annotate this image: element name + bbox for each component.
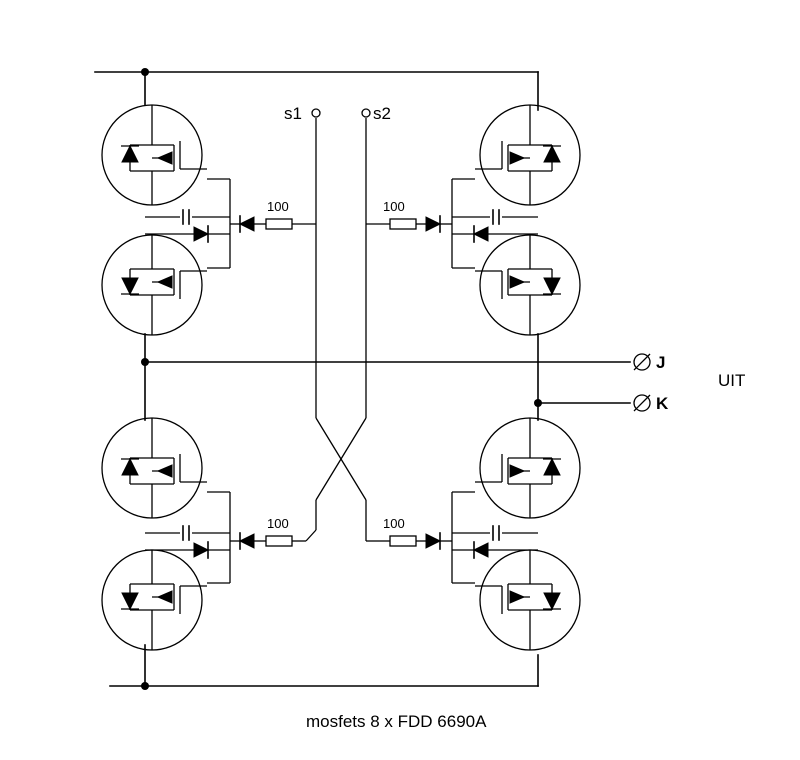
diode [239, 215, 255, 233]
resistor-value: 100 [383, 516, 405, 531]
diode [473, 541, 489, 559]
capacitor [182, 525, 190, 541]
diode [425, 216, 442, 232]
resistor [265, 535, 293, 547]
capacitor [492, 209, 500, 225]
resistor [389, 218, 417, 230]
diode [239, 532, 255, 550]
label-s1: s1 [284, 104, 302, 123]
diode [473, 225, 489, 243]
mosfet-q1 [101, 104, 208, 206]
resistor-value: 100 [383, 199, 405, 214]
diode [193, 542, 210, 558]
label-k: K [656, 394, 669, 413]
label-s2: s2 [373, 104, 391, 123]
mosfet-q6 [474, 234, 581, 336]
mosfet-q2 [101, 234, 208, 336]
resistor [265, 218, 293, 230]
diode [425, 533, 442, 549]
mosfet-q5 [474, 104, 581, 206]
terminal-s2 [361, 108, 371, 118]
label-output-group: UIT [718, 371, 745, 390]
diode [193, 226, 210, 242]
label-j: J [656, 353, 665, 372]
mosfet-q4 [101, 549, 208, 651]
mosfet-q3 [101, 417, 208, 519]
mosfet-q8 [474, 549, 581, 651]
resistor [389, 535, 417, 547]
capacitor [182, 209, 190, 225]
resistor-value: 100 [267, 516, 289, 531]
mosfet-q7 [474, 417, 581, 519]
terminal-s1 [311, 108, 321, 118]
caption: mosfets 8 x FDD 6690A [306, 712, 487, 731]
resistor-value: 100 [267, 199, 289, 214]
capacitor [492, 525, 500, 541]
